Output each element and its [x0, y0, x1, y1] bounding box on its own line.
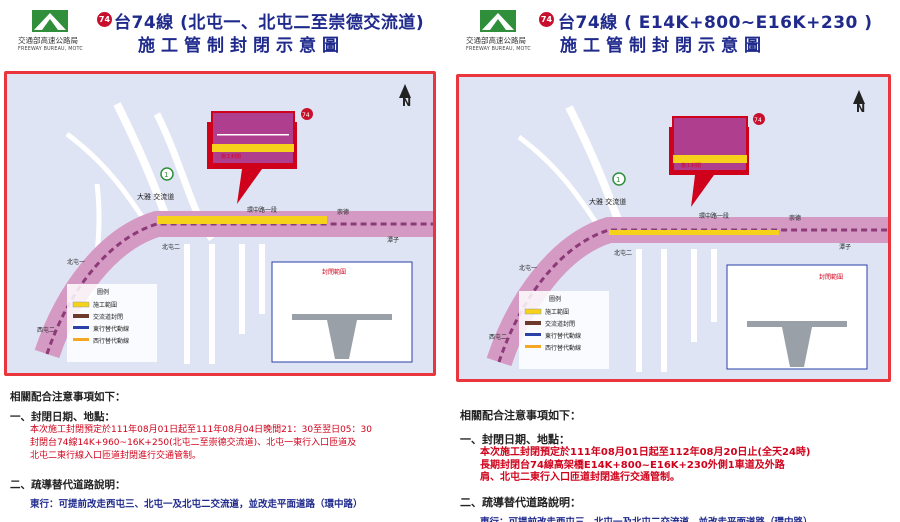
closure-detail-line-3: 肩、北屯二東行入口匝道封閉進行交通管制。 [480, 472, 680, 483]
legend-westbound: 西行替代動線 [545, 344, 581, 352]
closure-detail-line-2: 封閉台74線14K+960~16K+250(北屯二至崇德交流道)、北屯一東行入口… [30, 438, 357, 448]
route-1-shield: 1 [616, 176, 620, 184]
road-huanzhong-label: 環中路一段 [247, 206, 277, 214]
detour-heading: 二、疏導替代道路說明： [460, 495, 581, 509]
agency-name-en: FREEWAY BUREAU, MOTC [18, 47, 83, 52]
right-header: 交通部高速公路局 FREEWAY BUREAU, MOTC 74 台74線 ( … [456, 4, 900, 56]
left-header: 交通部高速公路局 FREEWAY BUREAU, MOTC 74 台74線 (北… [0, 4, 444, 56]
legend-eastbound: 東行替代動線 [93, 325, 129, 333]
ramp-beitun2-label: 北屯二 [162, 243, 180, 251]
agency-name-cn: 交通部高速公路局 [18, 36, 78, 45]
legend-title: 圖例 [97, 288, 109, 296]
route-74-shield: 74 [754, 117, 762, 124]
legend-work-zone: 施工範圍 [545, 308, 569, 316]
ramp-beitun1-label: 北屯一 [519, 264, 537, 272]
map-diagram: N 74 1 大雅 交流道 環中路一段 崇德 潭子 北屯二 北屯一 西屯二 施工… [7, 74, 433, 373]
left-notice-panel: 交通部高速公路局 FREEWAY BUREAU, MOTC 74 台74線 (北… [0, 0, 444, 522]
legend-ramp-closed: 交流道封閉 [545, 320, 575, 328]
page-subtitle: 施工管制封閉示意圖 [138, 36, 345, 56]
closure-date-heading: 一、封閉日期、地點： [10, 411, 115, 423]
closure-detail-line-2: 長期封閉台74線高架橋E14K+800~E16K+230外側1車道及外路 [480, 459, 785, 471]
route-74-shield: 74 [302, 112, 310, 119]
detour-text: 東行：可提前改走西屯三、北屯一及北屯二交流道，並改走平面道路（環中路） [30, 499, 363, 510]
route-74-badge: 74 [539, 12, 554, 27]
agency-logo: 交通部高速公路局 FREEWAY BUREAU, MOTC [18, 10, 118, 52]
closure-map: N 74 1 大雅 交流道 環中路一段 崇德 潭子 北屯二 北屯一 西屯二 施工… [456, 74, 891, 382]
cross-section-title: 封閉範圍 [819, 273, 843, 281]
interchange-dali-label: 大雅 交流道 [589, 197, 626, 206]
map-diagram: N 74 1 大雅 交流道 環中路一段 崇德 潭子 北屯二 北屯一 西屯二 施工… [459, 77, 888, 379]
ramp-xitun2-label: 西屯二 [37, 326, 55, 334]
ramp-xitun2-label: 西屯二 [489, 333, 507, 341]
right-notice-panel: 交通部高速公路局 FREEWAY BUREAU, MOTC 74 台74線 ( … [456, 0, 900, 522]
legend-ramp-closed: 交流道封閉 [93, 313, 123, 321]
closure-date-heading: 一、封閉日期、地點： [460, 433, 570, 446]
north-arrow-icon: N [402, 96, 411, 109]
page-title: 台74線 (北屯一、北屯二至崇德交流道) [114, 13, 425, 33]
work-zone-left [157, 216, 327, 224]
ramp-tanzi-label: 潭子 [839, 243, 851, 251]
callout-label: 施工封閉 [221, 153, 241, 160]
notes-section: 相關配合注意事項如下： 一、封閉日期、地點： 本次施工封閉預定於111年08月0… [460, 407, 900, 522]
notes-title: 相關配合注意事項如下： [10, 391, 126, 403]
legend-eastbound: 東行替代動線 [545, 332, 581, 340]
agency-name-cn: 交通部高速公路局 [466, 36, 526, 45]
road-huanzhong-label: 環中路一段 [699, 212, 729, 220]
callout-label: 施工封閉 [681, 162, 701, 169]
detour-text: 東行：可提前改走西屯三、北屯一及北屯二交流道，並改走平面道路（環中路） [480, 516, 813, 522]
route-1-shield: 1 [164, 171, 168, 179]
closure-detail-line-1: 本次施工封閉預定於111年08月01日起至111年08月04日晚間21：30至翌… [30, 425, 372, 435]
agency-name-en: FREEWAY BUREAU, MOTC [466, 47, 531, 52]
notes-section: 相關配合注意事項如下： 一、封閉日期、地點： 本次施工封閉預定於111年08月0… [10, 389, 438, 510]
freeway-logo-icon [32, 10, 68, 32]
page-title: 台74線 ( E14K+800~E16K+230 ) [558, 13, 873, 33]
cross-section-title: 封閉範圍 [322, 268, 346, 276]
ramp-beitun2-label: 北屯二 [614, 249, 632, 257]
closure-detail-line-1: 本次施工封閉預定於111年08月01日起至112年08月20日止(全天24時) [480, 447, 811, 458]
ramp-beitun1-label: 北屯一 [67, 258, 85, 266]
route-74-badge: 74 [97, 12, 112, 27]
work-zone-right [609, 230, 779, 235]
agency-logo: 交通部高速公路局 FREEWAY BUREAU, MOTC [466, 10, 566, 52]
ramp-chongde-label: 崇德 [789, 214, 801, 222]
legend-work-zone: 施工範圍 [93, 301, 117, 309]
legend-title: 圖例 [549, 295, 561, 303]
ramp-chongde-label: 崇德 [337, 208, 349, 216]
closure-map: N 74 1 大雅 交流道 環中路一段 崇德 潭子 北屯二 北屯一 西屯二 施工… [4, 71, 436, 376]
interchange-dali-label: 大雅 交流道 [137, 192, 174, 201]
legend-westbound: 西行替代動線 [93, 337, 129, 345]
freeway-logo-icon [480, 10, 516, 32]
north-arrow-icon: N [856, 102, 865, 115]
page-subtitle: 施工管制封閉示意圖 [560, 36, 767, 56]
ramp-tanzi-label: 潭子 [387, 236, 399, 244]
closure-detail-line-3: 北屯二東行線入口匝道封閉進行交通管制。 [30, 451, 202, 461]
notes-title: 相關配合注意事項如下： [460, 409, 581, 422]
detour-heading: 二、疏導替代道路說明： [10, 479, 126, 491]
